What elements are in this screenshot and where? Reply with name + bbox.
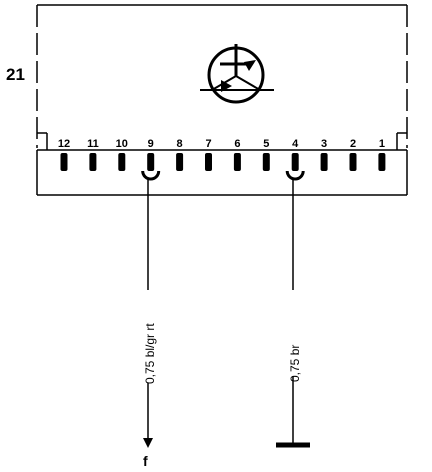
wire-label-pin-4: 0,75 br xyxy=(288,345,302,382)
pin-number-label: 11 xyxy=(87,138,99,150)
pin-number-label: 4 xyxy=(292,138,299,150)
connector-pin xyxy=(378,153,386,171)
connector-pin xyxy=(262,153,270,171)
connector-pin xyxy=(118,153,126,171)
pin-terminal-cup xyxy=(285,170,305,181)
connector-pin xyxy=(233,153,241,171)
pin-number-label: 9 xyxy=(148,138,154,150)
connector-pin xyxy=(291,153,299,171)
pin-number-label: 12 xyxy=(58,138,70,150)
connector-pin xyxy=(320,153,328,171)
pin-terminal-cup xyxy=(141,170,161,181)
connector-pin xyxy=(205,153,212,171)
connector-pin xyxy=(89,153,97,171)
component-outline xyxy=(36,4,408,148)
component-ref-label: 21 xyxy=(6,65,25,84)
pin-number-label: 3 xyxy=(321,138,327,150)
arrow-down-icon xyxy=(143,438,153,448)
pin-number-label: 8 xyxy=(177,138,183,150)
wire-label-pin-9: 0,75 bl/gr rt xyxy=(143,323,157,384)
connector-pins: 12 11 10 9 8 7 6 5 4 3 2 1 xyxy=(58,138,386,181)
wire-destination-label: f xyxy=(143,453,148,469)
connector-pin xyxy=(60,153,68,171)
relay-transistor-icon xyxy=(200,44,274,104)
connector-pin xyxy=(147,153,155,171)
pin-number-label: 10 xyxy=(116,138,128,150)
connector-pin xyxy=(349,153,357,171)
pin-number-label: 1 xyxy=(379,138,385,150)
pin-number-label: 2 xyxy=(350,138,356,150)
connector-block xyxy=(36,132,408,196)
pin-number-label: 6 xyxy=(234,138,240,150)
pin-number-label: 5 xyxy=(263,138,269,150)
pin-number-label: 7 xyxy=(205,138,211,150)
connector-pin xyxy=(176,153,184,171)
wire-pin-9 xyxy=(143,180,153,448)
